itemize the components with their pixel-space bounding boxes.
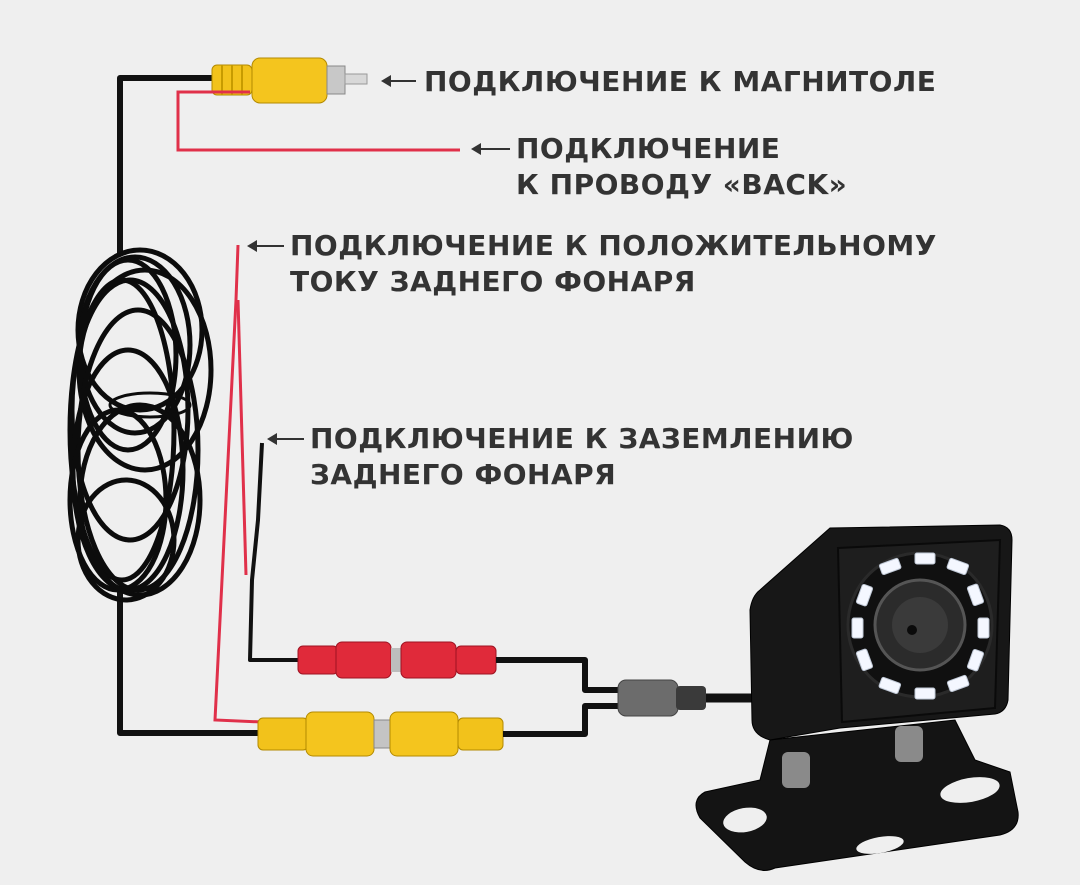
camera-body [749,524,1013,741]
label-head-unit: ПОДКЛЮЧЕНИЕ К МАГНИТОЛЕ [424,65,937,98]
arrow-head-unit [381,75,416,87]
led-ring [851,552,990,700]
arrow-positive [247,240,284,252]
arrow-back-wire [471,143,510,155]
black-cable [117,75,262,736]
rca-yellow-pair [257,711,504,757]
label-ground: ПОДКЛЮЧЕНИЕ К ЗАЗЕМЛЕНИЮ ЗАДНЕГО ФОНАРЯ [310,422,854,491]
red-wires [176,90,460,724]
label-back-wire: ПОДКЛЮЧЕНИЕ К ПРОВОДУ «BACK» [516,132,848,201]
ground-wire [248,442,300,662]
rca-top [211,57,368,104]
cable-junction [617,679,706,717]
label-positive: ПОДКЛЮЧЕНИЕ К ПОЛОЖИТЕЛЬНОМУ ТОКУ ЗАДНЕГ… [290,229,937,298]
arrow-ground [267,433,304,445]
cable-coil [67,247,214,603]
camera-bracket [695,719,1019,871]
rca-red-pair [297,641,497,679]
